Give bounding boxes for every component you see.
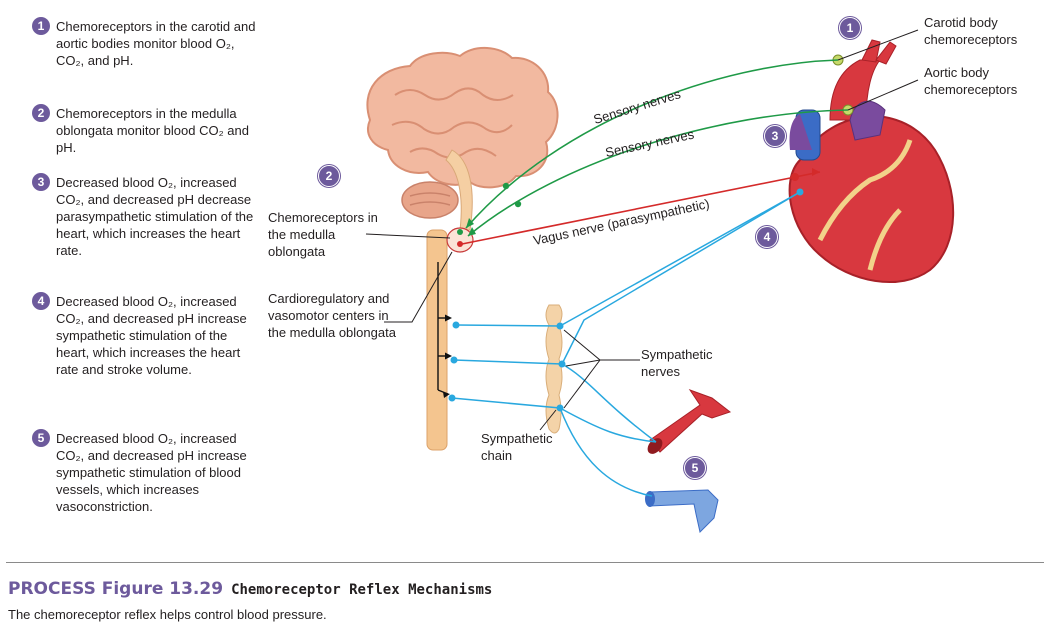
step-text: Chemoreceptors in the carotid and aortic… bbox=[56, 19, 256, 68]
cardioregulatory-centers-label: Cardioregulatory and vasomotor centers i… bbox=[268, 291, 396, 340]
badge-4: 4 bbox=[756, 226, 778, 248]
spinal-cord bbox=[426, 229, 448, 451]
step-text: Decreased blood O₂, increased CO₂, and d… bbox=[56, 431, 247, 514]
step-text: Decreased blood O₂, increased CO₂, and d… bbox=[56, 294, 247, 377]
reflex-illustration bbox=[365, 29, 955, 533]
badge-2: 2 bbox=[318, 165, 340, 187]
artery-illustration bbox=[647, 389, 732, 454]
sympathetic-nerves bbox=[451, 191, 801, 497]
badge-5: 5 bbox=[684, 457, 706, 479]
figure-number: PROCESS Figure 13.29 bbox=[8, 579, 224, 599]
vagus-nerve bbox=[461, 171, 821, 245]
step-number: 2 bbox=[32, 104, 50, 122]
step-1: 1 Chemoreceptors in the carotid and aort… bbox=[32, 17, 262, 69]
sympathetic-chain-illustration bbox=[545, 304, 563, 434]
badge-3: 3 bbox=[764, 125, 786, 147]
step-3: 3 Decreased blood O₂, increased CO₂, and… bbox=[32, 173, 262, 259]
figure-caption-body: The chemoreceptor reflex helps control b… bbox=[8, 607, 327, 622]
step-2: 2 Chemoreceptors in the medulla oblongat… bbox=[32, 104, 262, 156]
step-number: 4 bbox=[32, 292, 50, 310]
vein-illustration bbox=[645, 489, 719, 533]
step-number: 3 bbox=[32, 173, 50, 191]
sympathetic-chain-label: Sympathetic chain bbox=[481, 431, 553, 463]
carotid-body-label: Carotid body chemoreceptors bbox=[924, 15, 1018, 47]
aortic-body-label: Aortic body chemoreceptors bbox=[924, 65, 1018, 97]
medulla-highlight bbox=[446, 227, 474, 253]
step-number: 5 bbox=[32, 429, 50, 447]
brain-illustration bbox=[366, 47, 559, 231]
figure-title: Chemoreceptor Reflex Mechanisms bbox=[231, 582, 493, 598]
step-text: Chemoreceptors in the medulla oblongata … bbox=[56, 106, 249, 155]
step-4: 4 Decreased blood O₂, increased CO₂, and… bbox=[32, 292, 262, 378]
badge-1: 1 bbox=[839, 17, 861, 39]
sympathetic-nerves-label: Sympathetic nerves bbox=[641, 347, 713, 379]
caption-divider bbox=[6, 562, 1044, 563]
step-number: 1 bbox=[32, 17, 50, 35]
figure-caption-heading: PROCESS Figure 13.29 Chemoreceptor Reflex… bbox=[8, 578, 492, 599]
medulla-chemoreceptors-label: Chemoreceptors in the medulla oblongata bbox=[268, 210, 378, 259]
step-text: Decreased blood O₂, increased CO₂, and d… bbox=[56, 175, 254, 258]
step-5: 5 Decreased blood O₂, increased CO₂, and… bbox=[32, 429, 262, 515]
heart-illustration bbox=[788, 39, 955, 283]
